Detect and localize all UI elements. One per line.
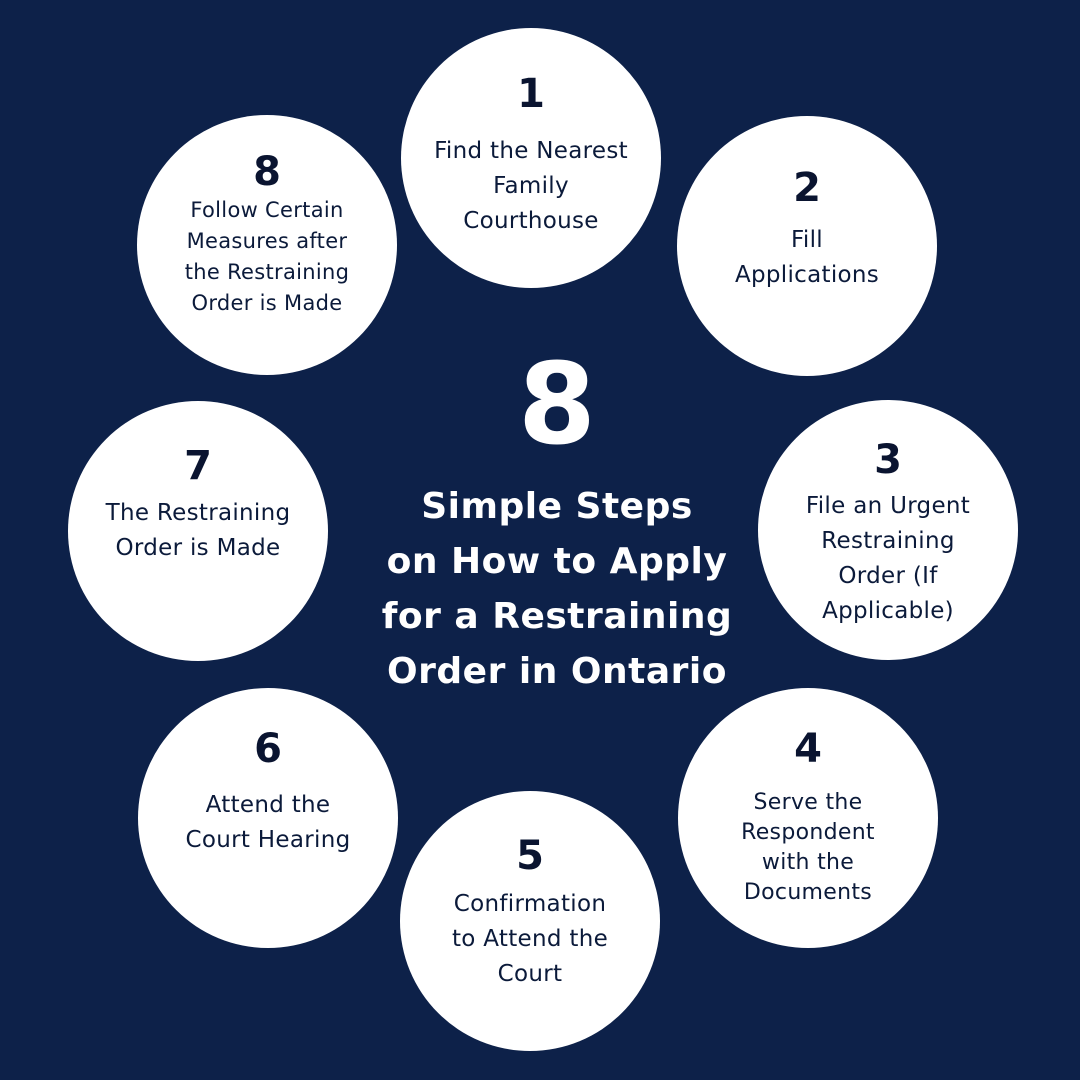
step-number: 8 <box>253 149 281 195</box>
step-circle-7: 7 The Restraining Order is Made <box>68 401 328 661</box>
step-number: 3 <box>874 437 902 483</box>
step-label: Follow Certain Measures after the Restra… <box>184 198 350 315</box>
step-number: 5 <box>516 833 544 879</box>
step-label: Find the Nearest Family Courthouse <box>434 138 628 234</box>
step-number: 7 <box>184 443 212 489</box>
step-circle-1: 1 Find the Nearest Family Courthouse <box>401 28 661 288</box>
step-circle-2: 2 Fill Applications <box>677 116 937 376</box>
step-circle-4: 4 Serve the Respondent with the Document… <box>678 688 938 948</box>
center-step-count: 8 <box>518 340 596 470</box>
step-circle-6: 6 Attend the Court Hearing <box>138 688 398 948</box>
step-label: Serve the Respondent with the Documents <box>741 790 875 905</box>
step-number: 6 <box>254 726 282 772</box>
step-number: 4 <box>794 726 822 772</box>
step-label: Fill Applications <box>734 227 880 288</box>
step-label: Confirmation to Attend the Court <box>451 891 609 987</box>
step-circle-3: 3 File an Urgent Restraining Order (If A… <box>758 400 1018 660</box>
center-heading: 8 Simple Steps on How to Apply for a Res… <box>357 345 757 699</box>
step-label: File an Urgent Restraining Order (If App… <box>805 493 971 624</box>
step-label: The Restraining Order is Made <box>105 500 291 561</box>
center-title: Simple Steps on How to Apply for a Restr… <box>381 486 733 692</box>
step-number: 2 <box>793 165 821 211</box>
step-number: 1 <box>517 71 545 117</box>
step-label: Attend the Court Hearing <box>185 792 351 853</box>
step-circle-8: 8 Follow Certain Measures after the Rest… <box>137 115 397 375</box>
step-circle-5: 5 Confirmation to Attend the Court <box>400 791 660 1051</box>
